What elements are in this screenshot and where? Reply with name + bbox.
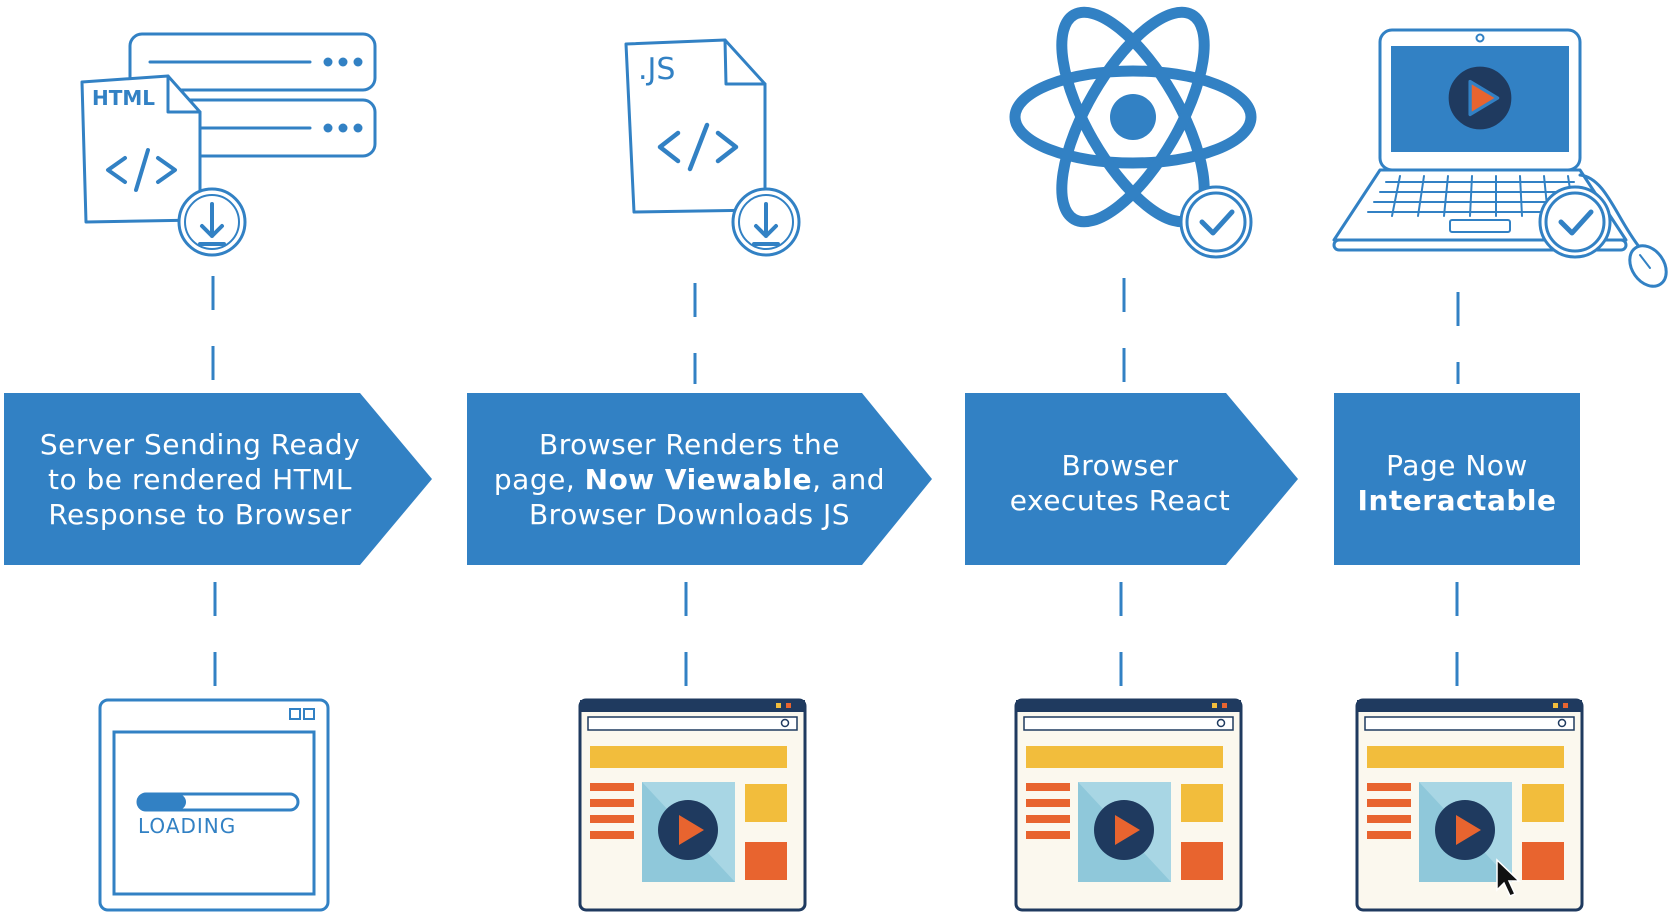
interactable-emphasis: Interactable xyxy=(1357,484,1557,517)
js-download-icon xyxy=(624,38,801,257)
step-text-line: executes React xyxy=(1009,484,1231,517)
js-doc-label: .JS xyxy=(638,52,676,87)
now-viewable-emphasis: Now Viewable xyxy=(584,463,813,496)
viewable-browser-icon xyxy=(578,698,807,912)
mouse-cursor-icon xyxy=(1496,858,1521,897)
check-badge-icon xyxy=(1179,185,1253,259)
loading-window-icon xyxy=(98,698,330,912)
step-text-line: to be rendered HTML xyxy=(48,463,352,496)
laptop-icon xyxy=(1332,28,1668,288)
step-text-line: page, Now Viewable, and xyxy=(493,463,886,496)
step-4-text: Page Now Interactable xyxy=(1334,448,1580,518)
react-atom-icon xyxy=(1009,6,1257,259)
step-1-banner xyxy=(4,393,432,565)
step-2-text: Browser Renders the page, Now Viewable, … xyxy=(482,427,897,532)
step-text-line: Browser Downloads JS xyxy=(528,498,851,531)
step-3-text: Browser executes React xyxy=(975,448,1265,518)
step-3-banner xyxy=(965,393,1298,565)
html-server-icon xyxy=(80,32,377,257)
interactive-browser-icon xyxy=(1355,698,1584,912)
react-browser-icon xyxy=(1014,698,1243,912)
loading-label: LOADING xyxy=(138,814,237,838)
step-text-line: Server Sending Ready xyxy=(39,428,361,461)
loading-progress-fill xyxy=(138,794,186,810)
step-2-banner xyxy=(467,393,932,565)
mouse-cable-icon xyxy=(1578,173,1642,250)
step-text-line: Interactable xyxy=(1334,483,1580,518)
step-text-line: Page Now xyxy=(1386,449,1528,482)
step-text-line: Response to Browser xyxy=(48,498,352,531)
html-doc-label: HTML xyxy=(92,86,156,110)
step-text-line: Browser xyxy=(1061,449,1179,482)
step-text-line: Browser Renders the xyxy=(539,428,840,461)
check-badge-icon xyxy=(1538,185,1612,259)
dashed-connectors xyxy=(211,276,1460,690)
step-1-text: Server Sending Ready to be rendered HTML… xyxy=(20,427,380,532)
step-banners xyxy=(4,393,1580,565)
step-4-banner xyxy=(1334,393,1580,565)
